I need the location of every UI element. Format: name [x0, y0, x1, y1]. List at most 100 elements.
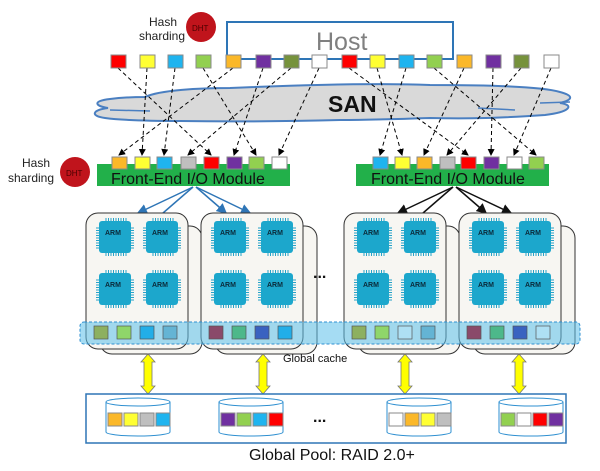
host-block-red	[341, 54, 358, 69]
arm-chip: ARM	[516, 270, 554, 308]
routing-line	[513, 67, 552, 156]
chip-body	[99, 273, 131, 305]
arm-chip: ARM	[258, 270, 296, 308]
routing-line	[138, 67, 148, 156]
yellow-double-arrow	[397, 353, 413, 395]
pool-ellipsis: ...	[313, 409, 326, 426]
disk-top	[386, 397, 452, 407]
routing-line	[423, 67, 465, 156]
cache-block	[535, 325, 551, 340]
arm-chip: ARM	[143, 270, 181, 308]
chip-body	[261, 221, 293, 253]
arm-chip: ARM	[96, 270, 134, 308]
chip-label: ARM	[525, 230, 541, 237]
hash-left-line1: Hash	[22, 156, 50, 170]
hash-left-line2: sharding	[8, 171, 54, 185]
routing-line	[433, 67, 537, 156]
host-block-white	[543, 54, 560, 69]
chip-label: ARM	[267, 282, 283, 289]
module-1-arrows	[136, 186, 252, 214]
module1-block-blue	[156, 156, 173, 170]
yellow-arrow-shape	[511, 353, 527, 395]
module1-block-gray	[180, 156, 197, 170]
global-cache-label: Global cache	[283, 353, 347, 365]
chip-body	[146, 273, 178, 305]
routing-line	[187, 67, 292, 156]
host-block-purple	[255, 54, 272, 69]
chip-label: ARM	[220, 282, 236, 289]
disk-block-blue	[155, 412, 171, 427]
chip-label: ARM	[105, 282, 121, 289]
host-block-orange	[225, 54, 242, 69]
routing-line	[118, 67, 234, 156]
module2-block-gray	[439, 156, 456, 170]
host-block-purple	[485, 54, 502, 69]
module2-block-purple	[483, 156, 500, 170]
chip-body	[357, 221, 389, 253]
chip-body	[404, 221, 436, 253]
host-block-blue	[167, 54, 184, 69]
chip-label: ARM	[105, 230, 121, 237]
front-end-module-1-label: Front-End I/O Module	[111, 171, 265, 188]
module-2-arrows	[396, 186, 513, 214]
host-block-lightgreen	[426, 54, 443, 69]
cache-blocks	[93, 325, 551, 340]
routing-line	[202, 67, 257, 156]
pool-disk	[386, 397, 452, 437]
ellipsis-middle: ...	[313, 265, 326, 282]
disk-block-red	[268, 412, 284, 427]
dht-badge-left-label: DHT	[66, 169, 83, 178]
arm-chip: ARM	[469, 270, 507, 308]
disk-block-white	[388, 412, 404, 427]
disk-block-gray	[139, 412, 155, 427]
arm-chip: ARM	[354, 218, 392, 256]
chip-body	[261, 273, 293, 305]
arm-chip: ARM	[211, 218, 249, 256]
cache-block	[512, 325, 528, 340]
chip-body	[472, 221, 504, 253]
cache-block	[231, 325, 247, 340]
arm-chip: ARM	[354, 270, 392, 308]
chip-body	[214, 273, 246, 305]
arm-chip: ARM	[401, 270, 439, 308]
disk-block-orange	[107, 412, 123, 427]
host-block-yellow	[369, 54, 386, 69]
chip-body	[472, 273, 504, 305]
front-end-module-2-label: Front-End I/O Module	[371, 171, 525, 188]
arm-chip: ARM	[96, 218, 134, 256]
disk-block-orange	[404, 412, 420, 427]
module1-block-white	[271, 156, 288, 170]
module1-block-yellow	[134, 156, 151, 170]
hash-sharding-left: Hash sharding DHT	[8, 156, 90, 187]
host-block-white	[311, 54, 328, 69]
host-block-orange	[456, 54, 473, 69]
cache-block	[466, 325, 482, 340]
chip-label: ARM	[478, 230, 494, 237]
routing-lines	[117, 67, 552, 156]
pool-disk	[218, 397, 284, 437]
arm-chip: ARM	[258, 218, 296, 256]
hash-label-line1: Hash	[149, 15, 177, 29]
chip-label: ARM	[267, 230, 283, 237]
host-data-blocks	[110, 54, 560, 69]
module2-block-lightgreen	[528, 156, 545, 170]
global-pool-label: Global Pool: RAID 2.0+	[249, 447, 415, 464]
pool-disks	[105, 397, 564, 437]
module1-block-purple	[226, 156, 243, 170]
chip-label: ARM	[410, 230, 426, 237]
chip-body	[519, 273, 551, 305]
chip-body	[214, 221, 246, 253]
chip-body	[99, 221, 131, 253]
host-block-red	[110, 54, 127, 69]
host-block-yellow	[139, 54, 156, 69]
arm-chip: ARM	[211, 270, 249, 308]
chip-label: ARM	[410, 282, 426, 289]
chip-label: ARM	[152, 230, 168, 237]
routing-line	[378, 67, 407, 156]
cache-block	[162, 325, 178, 340]
chip-body	[146, 221, 178, 253]
pool-disk	[498, 397, 564, 437]
disk-top	[105, 397, 171, 407]
yellow-arrow-shape	[255, 353, 271, 395]
